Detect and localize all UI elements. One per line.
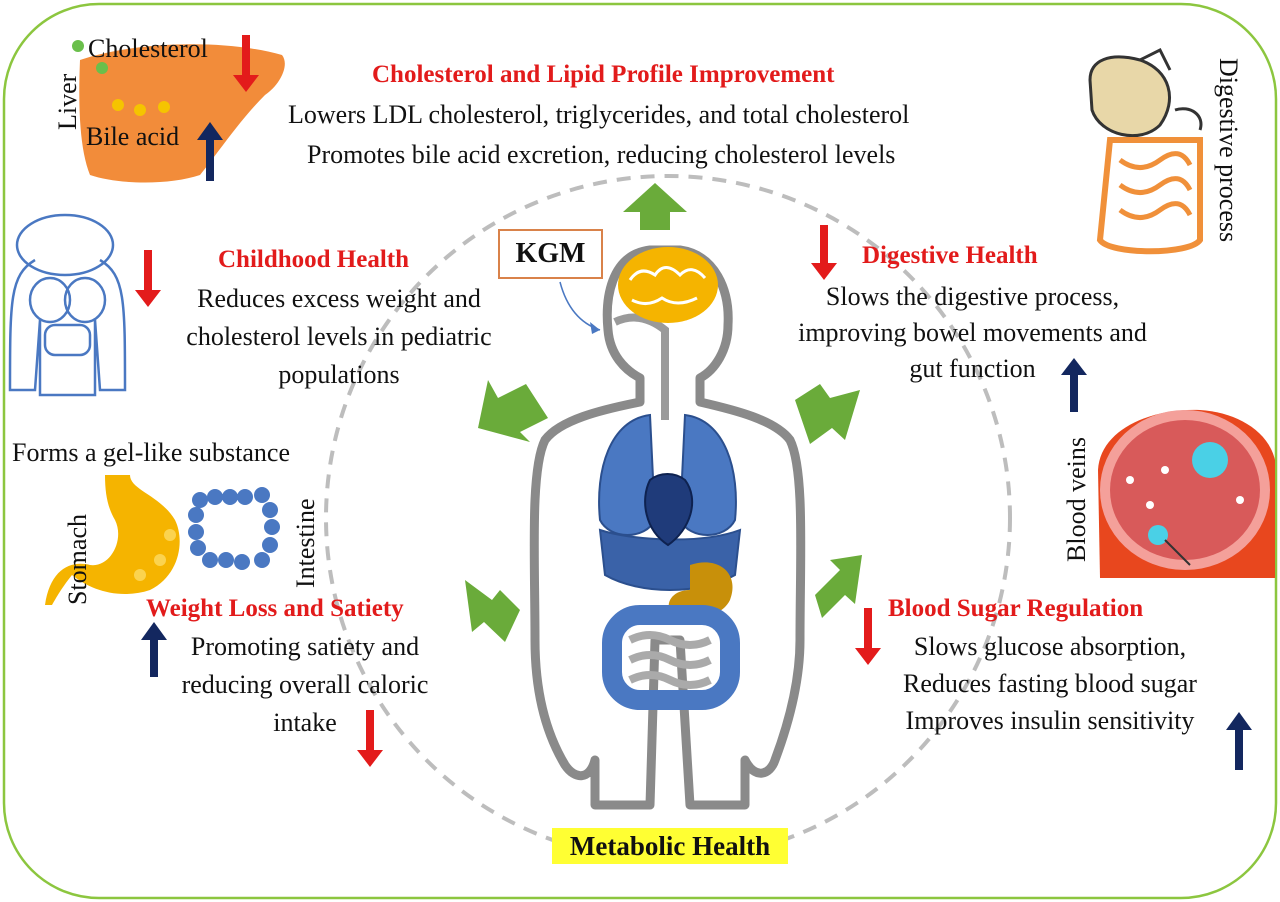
gel-label: Forms a gel-like substance bbox=[12, 438, 290, 467]
arrow-up-weight bbox=[141, 622, 167, 677]
digestive-illustration bbox=[1088, 47, 1203, 255]
intestines-organ bbox=[602, 605, 740, 710]
childhood-title: Childhood Health bbox=[218, 246, 410, 273]
weight-line-3: intake bbox=[273, 708, 337, 737]
intestine-label: Intestine bbox=[291, 498, 320, 588]
lungs-icon bbox=[598, 413, 737, 536]
metabolic-health-label: Metabolic Health bbox=[552, 828, 788, 864]
stomach-illustration bbox=[45, 475, 180, 605]
stomach-label: Stomach bbox=[63, 514, 92, 605]
weight-line-2: reducing overall caloric bbox=[181, 670, 429, 699]
arrow-up-insulin bbox=[1226, 712, 1252, 770]
childhood-line-2: cholesterol levels in pediatric bbox=[186, 322, 492, 351]
arrow-down-weight bbox=[357, 710, 383, 767]
blood-vessel-illustration bbox=[1098, 409, 1275, 578]
green-arrows bbox=[465, 183, 862, 642]
blood-sugar-title: Blood Sugar Regulation bbox=[888, 595, 1144, 622]
blood-veins-label: Blood veins bbox=[1062, 437, 1091, 562]
arrow-lower-right-green bbox=[815, 555, 862, 618]
cholesterol-label: Cholesterol bbox=[88, 34, 208, 63]
blood-sugar-line-1: Slows glucose absorption, bbox=[913, 632, 1187, 661]
liver-label: Liver bbox=[53, 73, 82, 130]
arrow-up-green bbox=[623, 183, 687, 230]
heart-icon bbox=[644, 473, 694, 547]
weight-line-1: Promoting satiety and bbox=[190, 632, 420, 661]
kgm-label-box: KGM bbox=[498, 229, 603, 279]
arrow-down-digestive bbox=[811, 225, 837, 280]
digestive-line-1: Slows the digestive process, bbox=[825, 282, 1120, 311]
child-body-illustration bbox=[8, 213, 127, 397]
blood-sugar-line-3: Improves insulin sensitivity bbox=[905, 706, 1195, 735]
digestive-line-3: gut function bbox=[909, 354, 1036, 383]
navy-up-arrows bbox=[141, 122, 1252, 770]
arrow-upper-left-green bbox=[478, 380, 548, 442]
arrow-down-cholesterol bbox=[233, 35, 259, 92]
digestive-process-label: Digestive process bbox=[1214, 58, 1243, 243]
cholesterol-line-2: Promotes bile acid excretion, reducing c… bbox=[307, 140, 896, 169]
cholesterol-line-1: Lowers LDL cholesterol, triglycerides, a… bbox=[288, 100, 910, 129]
bile-acid-label: Bile acid bbox=[86, 122, 180, 151]
arrow-up-digestive bbox=[1061, 358, 1087, 412]
digestive-line-2: improving bowel movements and bbox=[798, 318, 1147, 347]
arrow-up-bile bbox=[197, 122, 223, 181]
arrow-upper-right-green bbox=[795, 384, 860, 444]
liver-illustration bbox=[72, 40, 285, 183]
airway bbox=[613, 313, 669, 420]
red-down-arrows bbox=[135, 35, 881, 767]
blood-sugar-line-2: Reduces fasting blood sugar bbox=[903, 669, 1197, 698]
childhood-line-1: Reduces excess weight and bbox=[197, 284, 481, 313]
weight-title: Weight Loss and Satiety bbox=[146, 595, 404, 622]
arrow-down-childhood bbox=[135, 250, 161, 307]
cholesterol-title: Cholesterol and Lipid Profile Improvemen… bbox=[372, 61, 835, 88]
digestive-title: Digestive Health bbox=[862, 242, 1038, 269]
arrow-lower-left-green bbox=[465, 580, 520, 642]
human-body-outline bbox=[529, 245, 806, 810]
childhood-line-3: populations bbox=[278, 360, 400, 389]
stomach-organ bbox=[668, 562, 733, 617]
arrow-down-blood-sugar bbox=[855, 608, 881, 665]
intestine-illustration bbox=[188, 487, 280, 570]
brain-icon bbox=[618, 247, 718, 323]
